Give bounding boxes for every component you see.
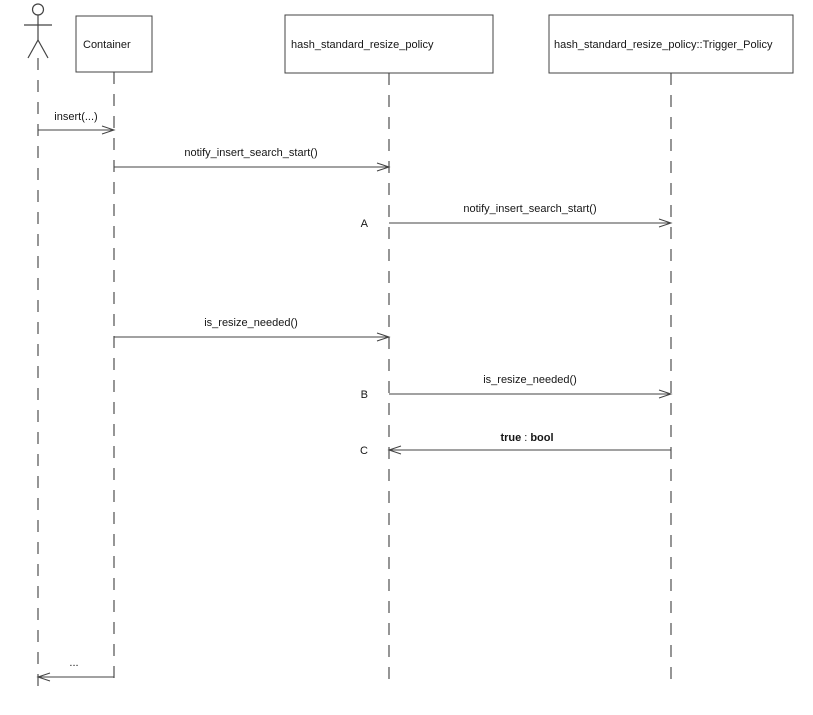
- sequence-label-c: C: [360, 445, 368, 457]
- message-notify-insert-search-start-2: A notify_insert_search_start(): [361, 203, 673, 230]
- arrowhead-right-icon: [658, 389, 673, 399]
- actor-left-leg-icon: [27, 39, 39, 59]
- message-return-true-bool: C true:bool: [360, 432, 671, 457]
- sequence-label-a: A: [361, 218, 369, 230]
- actor-figure: [24, 3, 52, 59]
- object-label-container: Container: [83, 39, 131, 51]
- arrowhead-right-icon: [376, 332, 391, 342]
- arrowhead-right-icon: [658, 218, 673, 228]
- arrowhead-left-icon: [36, 672, 51, 682]
- message-label: notify_insert_search_start(): [463, 203, 596, 215]
- object-box-policy: hash_standard_resize_policy: [284, 14, 494, 74]
- message-label: ...: [69, 657, 78, 669]
- message-is-resize-needed-2: B is_resize_needed(): [361, 374, 673, 401]
- object-box-container-rect: [75, 15, 153, 73]
- actor-head-icon: [31, 3, 45, 16]
- sequence-label-b: B: [361, 389, 368, 401]
- object-box-container: Container: [75, 15, 153, 73]
- object-label-policy: hash_standard_resize_policy: [291, 39, 434, 51]
- object-box-trigger-policy: hash_standard_resize_policy::Trigger_Pol…: [548, 14, 794, 74]
- arrowhead-left-icon: [387, 445, 402, 455]
- object-label-trigger-policy: hash_standard_resize_policy::Trigger_Pol…: [554, 39, 773, 51]
- message-label: true:bool: [500, 432, 553, 444]
- arrowhead-right-icon: [376, 162, 391, 172]
- actor-right-leg-icon: [37, 39, 49, 59]
- message-insert: insert(...): [38, 111, 116, 135]
- object-box-policy-rect: [284, 14, 494, 74]
- message-return-ellipsis: ...: [36, 657, 114, 682]
- object-box-trigger-policy-rect: [548, 14, 794, 74]
- message-label: insert(...): [54, 111, 97, 123]
- message-notify-insert-search-start-1: notify_insert_search_start(): [114, 147, 391, 172]
- message-label: is_resize_needed(): [483, 374, 577, 386]
- message-label: is_resize_needed(): [204, 317, 298, 329]
- message-label: notify_insert_search_start(): [184, 147, 317, 159]
- arrowhead-right-icon: [101, 125, 116, 135]
- message-is-resize-needed-1: is_resize_needed(): [114, 317, 391, 342]
